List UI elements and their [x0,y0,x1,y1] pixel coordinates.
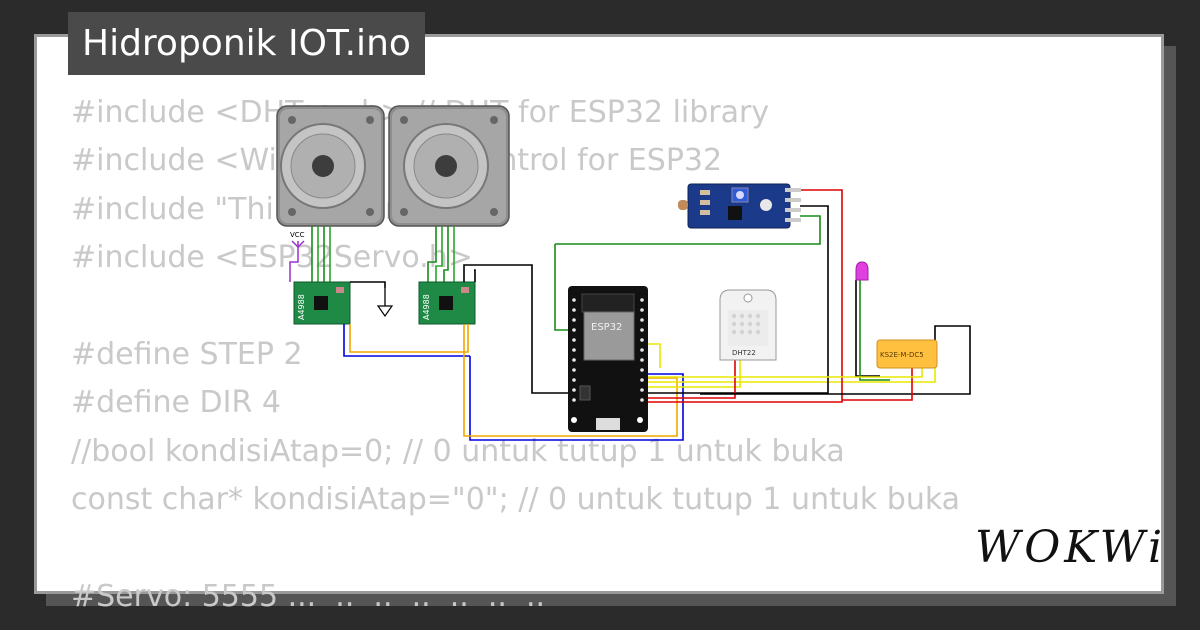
code-line: #Servo: 5555 ... .. .. .. .. .. .. [71,579,546,615]
code-line: const char* kondisiAtap="0"; // 0 untuk … [71,482,961,518]
code-line: #include <ESP32Servo.h> [71,240,473,276]
vcc-label: VCC [290,231,305,239]
driver-1-label: A4988 [297,294,306,320]
dht22-label: DHT22 [732,349,756,357]
wokwi-logo: WOKWi [975,522,1167,573]
led[interactable] [855,261,869,281]
a4988-driver-2[interactable]: A4988 [418,281,476,325]
stepper-motor-1[interactable] [276,105,385,227]
esp32-board[interactable]: ESP32 [568,286,648,432]
light-sensor-module[interactable] [678,183,801,229]
motor-wires [311,226,455,282]
code-preview: #include <DHTesp.h> // DHT for ESP32 lib… [71,89,960,621]
driver-2-label: A4988 [422,294,431,320]
circuit-wires [343,189,971,441]
dht22-sensor[interactable]: DHT22 [719,289,777,361]
relay-module[interactable]: KS2E-M-DC5 [876,339,938,369]
vcc-symbol: VCC [289,231,305,282]
stepper-motor-2[interactable] [388,105,510,227]
relay-label: KS2E-M-DC5 [880,351,924,359]
esp32-label: ESP32 [591,322,622,333]
code-line: #define DIR 4 [71,385,281,421]
a4988-driver-1[interactable]: A4988 [293,281,351,325]
project-title: Hidroponik IOT.ino [68,12,425,75]
ground-symbol [376,288,394,318]
code-line: #define STEP 2 [71,337,303,373]
